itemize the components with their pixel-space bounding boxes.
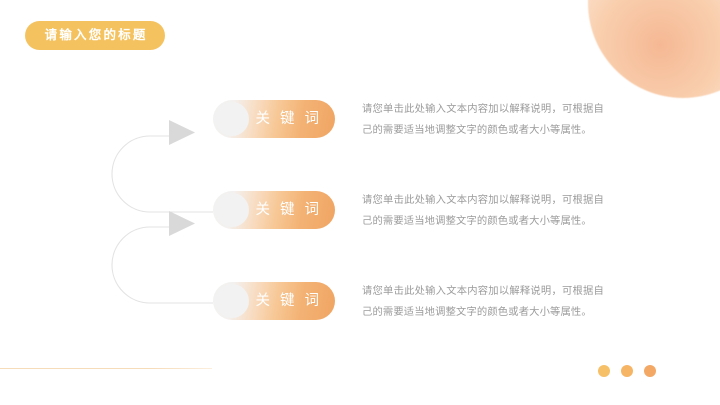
body-text-3: 请您单击此处输入文本内容加以解释说明，可根据自己的需要适当地调整文字的颜色或者大…	[362, 286, 604, 318]
page-title: 请输入您的标题	[44, 28, 148, 43]
footer-divider	[0, 368, 212, 369]
keyword-pill-1[interactable]: 关 键 词	[213, 100, 335, 138]
keyword-pill-2[interactable]: 关 键 词	[213, 191, 335, 229]
connector-arrow-1	[169, 120, 195, 145]
footer-dot-group	[598, 365, 656, 377]
page-title-badge: 请输入您的标题	[25, 21, 165, 50]
keyword-label: 关 键 词	[255, 201, 322, 218]
content-row: 关 键 词	[213, 191, 335, 231]
keyword-label: 关 键 词	[255, 110, 322, 127]
connector-curve-2	[111, 226, 213, 304]
content-row: 关 键 词	[213, 282, 335, 322]
content-row: 关 键 词	[213, 100, 335, 140]
pill-knob-icon	[215, 193, 249, 227]
keyword-label: 关 键 词	[255, 292, 322, 309]
corner-gradient-blob	[588, 0, 720, 98]
footer-dot-1	[598, 365, 610, 377]
footer-dot-3	[644, 365, 656, 377]
pill-knob-icon	[215, 102, 249, 136]
keyword-pill-3[interactable]: 关 键 词	[213, 282, 335, 320]
footer-dot-2	[621, 365, 633, 377]
connector-curve-1	[111, 135, 213, 213]
body-text-2: 请您单击此处输入文本内容加以解释说明，可根据自己的需要适当地调整文字的颜色或者大…	[362, 195, 604, 227]
pill-knob-icon	[215, 284, 249, 318]
connector-arrow-2	[169, 211, 195, 236]
body-text-1: 请您单击此处输入文本内容加以解释说明，可根据自己的需要适当地调整文字的颜色或者大…	[362, 104, 604, 136]
